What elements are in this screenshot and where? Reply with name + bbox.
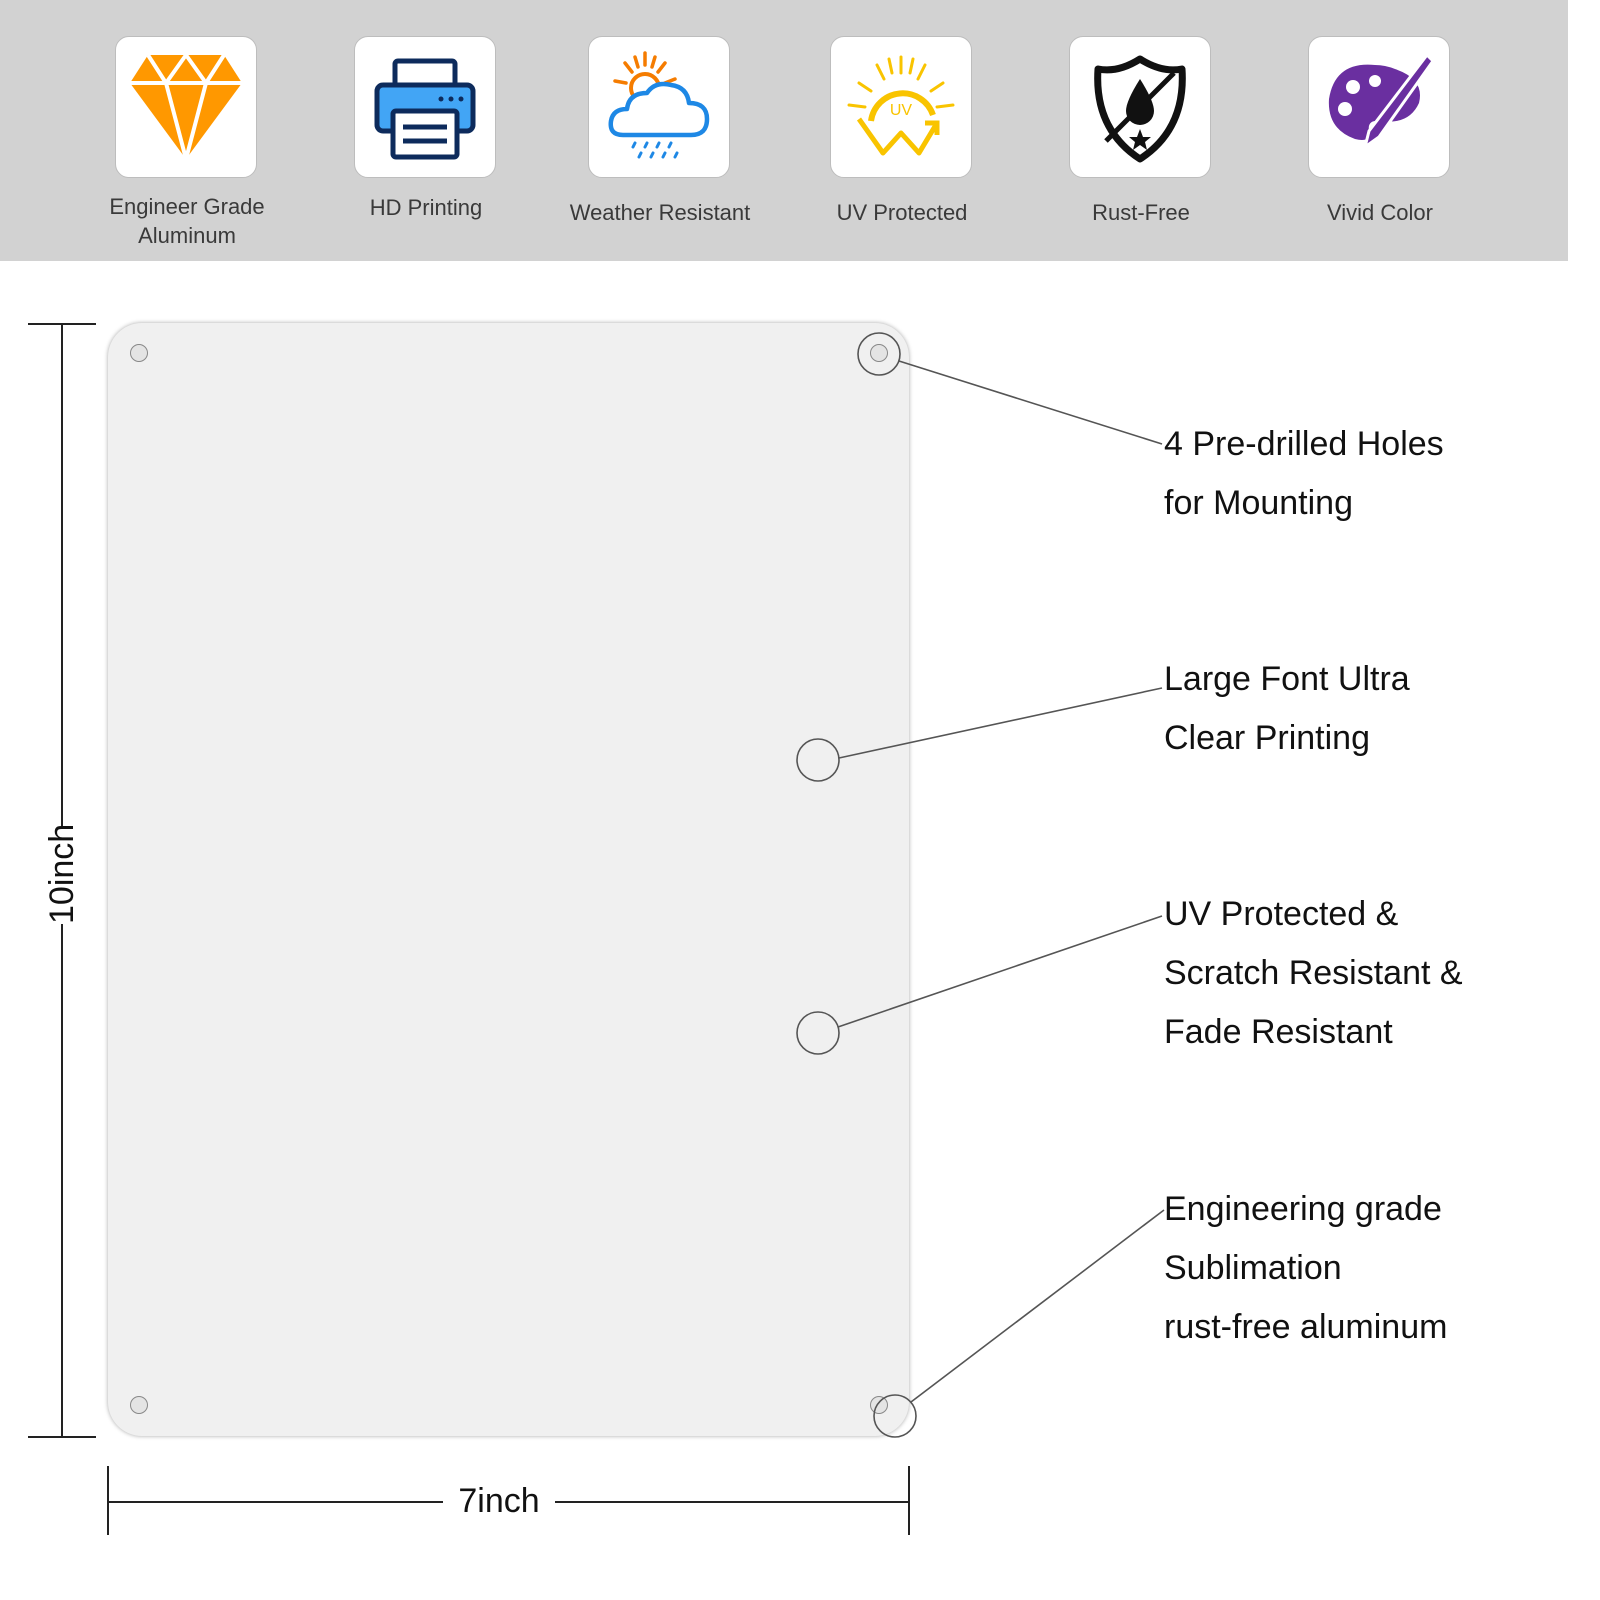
feature-label: Rust-Free [1092, 200, 1190, 225]
callout-text: Scratch Resistant & [1164, 954, 1463, 992]
callout-leader [837, 915, 1163, 1028]
callout-marker [873, 1394, 917, 1438]
feature-label-line2: Aluminum [138, 223, 236, 248]
mounting-hole [870, 344, 888, 362]
height-dimension-label: 10inch [42, 823, 82, 924]
callout-text: Engineering grade [1164, 1190, 1442, 1228]
mounting-hole [130, 344, 148, 362]
callout-leader [838, 687, 1163, 759]
callout-text: rust-free aluminum [1164, 1308, 1448, 1346]
feature-label: HD Printing [369, 195, 483, 220]
callout-marker [796, 738, 840, 782]
callout-text: 4 Pre-drilled Holes [1164, 425, 1444, 463]
svg-text:UV: UV [890, 102, 913, 119]
diamond-icon [115, 36, 257, 178]
callout-text: Large Font Ultra [1164, 660, 1410, 698]
callout-leader [910, 1209, 1165, 1403]
callout-marker [857, 332, 901, 376]
weather-cloud-icon [588, 36, 730, 178]
feature-banner: Engineer Grade Aluminum HD Printing [0, 0, 1568, 261]
palette-icon [1308, 36, 1450, 178]
mounting-hole [130, 1396, 148, 1414]
callout-text: Fade Resistant [1164, 1013, 1393, 1051]
callout-marker [796, 1011, 840, 1055]
shield-drop-icon [1069, 36, 1211, 178]
feature-label: Vivid Color [1327, 200, 1433, 225]
callout-leader [898, 360, 1163, 445]
feature-label: UV Protected [836, 200, 968, 225]
callout-lines [28, 323, 1165, 1535]
dimension-lines [28, 323, 910, 1535]
aluminum-sign-plate [108, 323, 909, 1436]
width-dimension-label: 7inch [443, 1480, 555, 1522]
printer-icon [354, 36, 496, 178]
callout-text: for Mounting [1164, 484, 1353, 522]
callout-text: Sublimation [1164, 1249, 1342, 1287]
feature-label: Weather Resistant [569, 200, 751, 225]
callout-text: Clear Printing [1164, 719, 1370, 757]
feature-label: Engineer Grade [109, 194, 265, 219]
uv-sun-icon: UV [830, 36, 972, 178]
callout-text: UV Protected & [1164, 895, 1399, 933]
